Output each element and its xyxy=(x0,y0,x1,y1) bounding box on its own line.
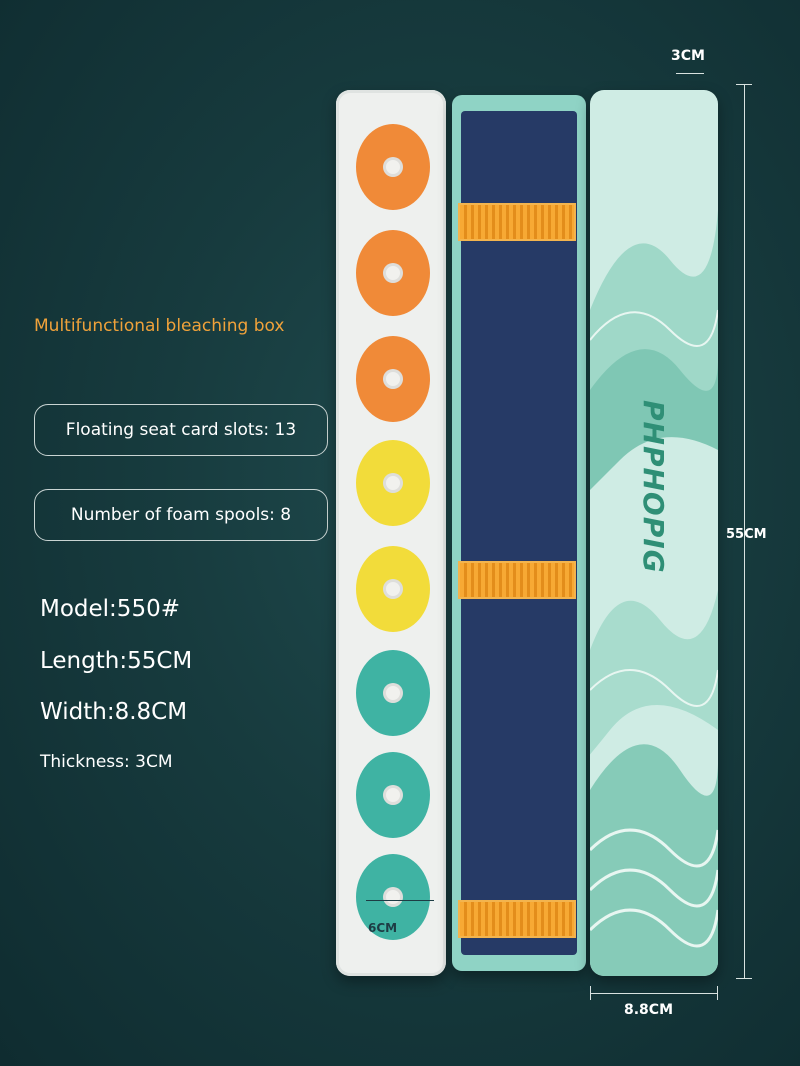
model-spec: Model:550# xyxy=(40,596,180,622)
mountain-pattern xyxy=(590,210,718,976)
thickness-spec: Thickness: 3CM xyxy=(40,752,173,772)
length-dim-cap xyxy=(736,978,752,979)
spool-hole xyxy=(383,683,403,703)
thickness-dim-line xyxy=(676,73,704,74)
spool-diameter-line xyxy=(366,900,434,901)
spool-hole xyxy=(383,157,403,177)
foam-spool xyxy=(356,752,430,838)
spool-hole xyxy=(383,369,403,389)
length-dim-line xyxy=(744,84,745,979)
width-dim-line xyxy=(590,993,718,994)
foam-spool xyxy=(356,650,430,736)
foam-spools-pill: Number of foam spools: 8 xyxy=(34,489,328,541)
spool-hole xyxy=(383,263,403,283)
card-slots-pill: Floating seat card slots: 13 xyxy=(34,404,328,456)
card-clip xyxy=(458,561,576,599)
foam-spool xyxy=(356,124,430,210)
spool-hole xyxy=(383,579,403,599)
width-dim-cap xyxy=(590,986,591,1000)
brand-wordmark: PHPHOPIG xyxy=(637,400,670,574)
foam-spool xyxy=(356,854,430,940)
panel-lining xyxy=(461,111,577,955)
headline: Multifunctional bleaching box xyxy=(34,316,285,336)
length-spec: Length:55CM xyxy=(40,648,193,674)
card-clip xyxy=(458,900,576,938)
thickness-dim-label: 3CM xyxy=(671,48,705,64)
width-dim-label: 8.8CM xyxy=(624,1002,674,1018)
spool-diameter-label: 6CM xyxy=(368,921,398,935)
length-dim-label: 55CM xyxy=(726,527,767,542)
spool-hole xyxy=(383,887,403,907)
spool-hole xyxy=(383,785,403,805)
length-dim-cap xyxy=(736,84,752,85)
foam-spool xyxy=(356,546,430,632)
card-clip xyxy=(458,203,576,241)
foam-spool xyxy=(356,230,430,316)
width-spec: Width:8.8CM xyxy=(40,699,188,725)
spool-hole xyxy=(383,473,403,493)
foam-spool xyxy=(356,336,430,422)
foam-spool xyxy=(356,440,430,526)
width-dim-cap xyxy=(717,986,718,1000)
box-cover-panel xyxy=(590,90,718,976)
card-slot-panel xyxy=(452,95,586,971)
spool-tray-panel xyxy=(336,90,446,976)
